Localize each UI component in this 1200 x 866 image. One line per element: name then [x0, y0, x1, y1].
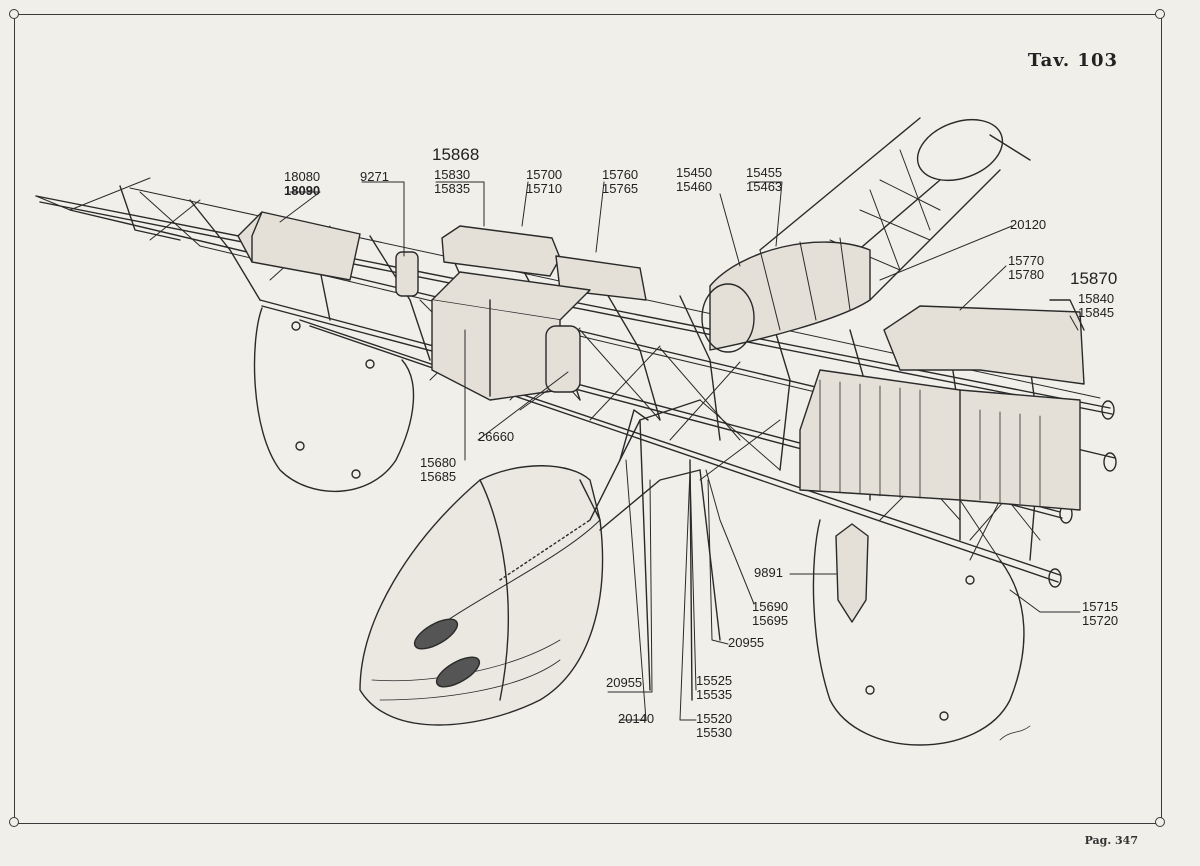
- upper-fuselage-truss: [759, 117, 1031, 301]
- frame-corner-ornament: [9, 817, 19, 827]
- callout-20120: 20120: [1010, 217, 1047, 232]
- callout-20955-left: 20955: [606, 675, 643, 690]
- callout-20955-right: 20955: [728, 635, 765, 650]
- fuel-tanks: [237, 211, 1085, 623]
- nose-cowling: [359, 465, 604, 726]
- frame-corner-ornament: [1155, 817, 1165, 827]
- plate-number: Tav. 103: [1027, 50, 1118, 71]
- frame-corner-ornament: [1155, 9, 1165, 19]
- callout-9271: 9271: [360, 169, 389, 184]
- leader-lines: [279, 181, 1081, 721]
- callout-15870: 15870: [1070, 269, 1118, 288]
- wing-fairing-panels: [253, 307, 1025, 746]
- artist-signature: [999, 725, 1031, 741]
- page-number: Pag. 347: [1084, 834, 1138, 847]
- callout-15868: 15868: [432, 145, 480, 164]
- callout-20140: 20140: [618, 711, 655, 726]
- page-frame: [14, 14, 1162, 824]
- callout-9891: 9891: [754, 565, 783, 580]
- callout-26660: 26660: [478, 429, 515, 444]
- frame-corner-ornament: [9, 9, 19, 19]
